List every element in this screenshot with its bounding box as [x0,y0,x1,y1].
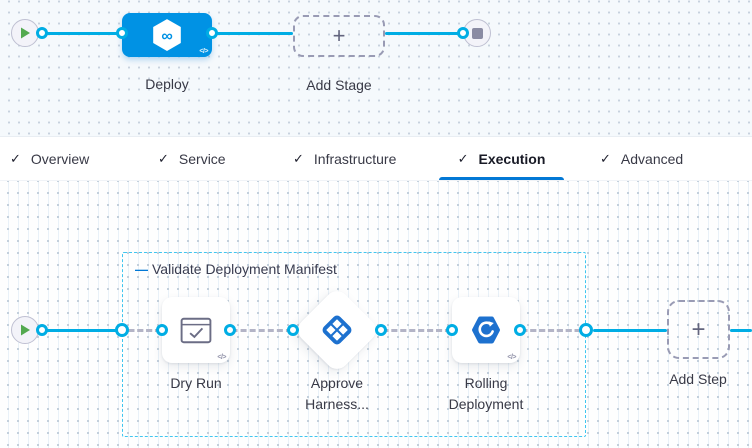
execution-start-node[interactable] [11,316,39,344]
step-group-label: Validate Deployment Manifest [152,261,337,277]
stop-icon [472,28,483,39]
rolling-out-port [514,324,526,336]
wire-group-to-addstep [593,329,667,332]
check-icon: ✓ [600,151,611,167]
collapse-icon[interactable]: — [135,263,148,276]
tab-label: Execution [479,151,546,167]
dry-run-script-icon [180,317,212,344]
add-step-button[interactable]: + [667,300,730,359]
approve-out-port [375,324,387,336]
active-tab-underline [439,177,564,180]
wire-dryrun-to-approve [230,329,293,332]
check-icon: ✓ [10,151,21,167]
play-icon [19,323,31,337]
tab-execution[interactable]: ✓ Execution [439,137,564,181]
dryrun-out-port [224,324,236,336]
rolling-in-port [446,324,458,336]
rolling-deployment-icon [470,314,502,346]
check-icon: ✓ [458,151,469,167]
wire-start-to-group [42,329,122,332]
pipeline-start-node[interactable] [11,19,39,47]
step-yaml-icon[interactable]: </> [507,354,516,361]
start-out-port [36,324,48,336]
step-label-rolling: Rolling Deployment [436,373,536,415]
check-icon: ✓ [293,151,304,167]
tab-label: Infrastructure [314,151,396,167]
end-node-in-port [457,27,469,39]
tab-label: Advanced [621,151,683,167]
execution-graph-canvas[interactable]: — Validate Deployment Manifest </> [0,181,752,448]
tab-label: Service [179,151,226,167]
wire-approve-to-rolling [381,329,452,332]
plus-icon: + [333,25,346,47]
tab-overview[interactable]: ✓ Overview [10,137,89,181]
wire-addstage-to-end [385,32,463,35]
step-label-dry-run: Dry Run [146,373,246,394]
wire-addstep-to-edge [730,329,752,332]
add-step-label: Add Step [648,369,748,390]
step-node-rolling-deployment[interactable]: </> [452,297,520,363]
tab-infrastructure[interactable]: ✓ Infrastructure [293,137,396,181]
dryrun-in-port [156,324,168,336]
tab-label: Overview [31,151,89,167]
step-yaml-icon[interactable]: </> [217,354,226,361]
play-icon [19,26,31,40]
stage-in-port [116,27,128,39]
svg-text:∞: ∞ [161,28,172,45]
group-out-port [579,323,593,337]
stage-label: Deploy [117,74,217,95]
check-icon: ✓ [158,151,169,167]
wire-rolling-to-groupend [520,329,586,332]
stage-out-port [206,27,218,39]
tab-service[interactable]: ✓ Service [158,137,226,181]
add-stage-button[interactable]: + [293,15,385,57]
step-label-approval: Approve Harness... [288,373,386,415]
approve-in-port [287,324,299,336]
step-group-header[interactable]: — Validate Deployment Manifest [135,261,337,277]
harness-approval-icon [318,311,356,349]
stage-graph-canvas[interactable]: ∞ </> + Deploy Add Stage [0,0,752,137]
plus-icon: + [691,318,705,342]
wire-start-to-stage [42,32,122,35]
stage-node-deploy[interactable]: ∞ </> [122,13,212,57]
start-node-out-port [36,27,48,39]
stage-yaml-icon[interactable]: </> [199,48,208,55]
wire-stage-to-addstage [212,32,293,35]
tab-advanced[interactable]: ✓ Advanced [600,137,683,181]
step-node-dry-run[interactable]: </> [162,297,230,363]
cd-stage-hexagon-icon: ∞ [151,18,183,52]
group-in-port [115,323,129,337]
add-stage-label: Add Stage [289,75,389,96]
stage-config-tabs: ✓ Overview ✓ Service ✓ Infrastructure ✓ … [0,137,752,181]
